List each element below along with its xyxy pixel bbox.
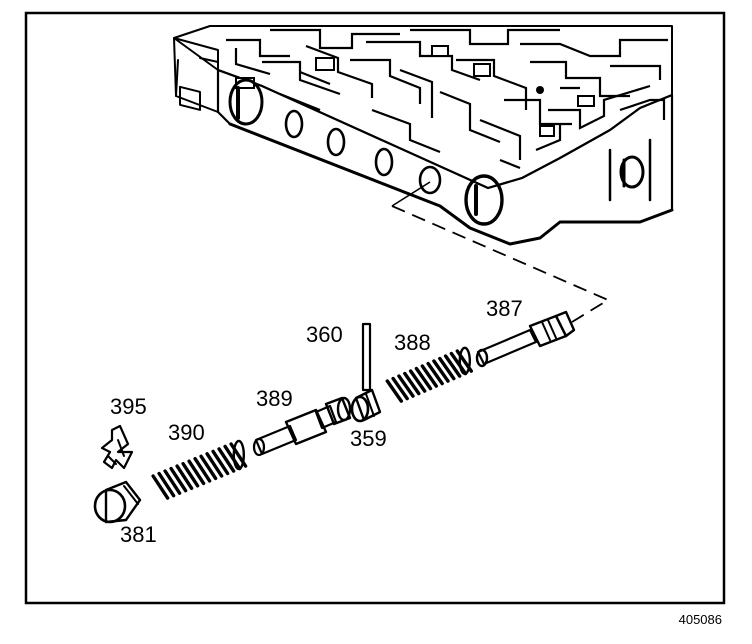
label-389: 389 xyxy=(256,386,293,411)
target-bore xyxy=(464,174,504,226)
spring-coil xyxy=(420,364,438,388)
label-381: 381 xyxy=(120,522,157,547)
valve-body-casting xyxy=(173,25,674,246)
part-388-spring xyxy=(385,346,473,403)
label-360: 360 xyxy=(306,322,343,347)
label-390: 390 xyxy=(168,420,205,445)
spring-coil xyxy=(408,369,427,393)
spring-coil xyxy=(432,359,450,383)
spring-coil xyxy=(438,356,456,381)
spring-coil xyxy=(211,449,230,476)
spring-coil xyxy=(169,466,188,493)
spring-coil xyxy=(187,459,206,486)
callout-labels: 387 388 360 359 389 390 395 381 xyxy=(110,296,523,547)
spring-coil xyxy=(443,354,462,378)
figure-number: 405086 xyxy=(679,612,722,627)
part-381-plug xyxy=(93,480,142,524)
label-359: 359 xyxy=(350,426,387,451)
spring-coil xyxy=(217,447,236,473)
spring-coil xyxy=(181,462,200,488)
casting-bores xyxy=(228,78,652,226)
part-360-pin xyxy=(361,322,372,392)
label-388: 388 xyxy=(394,330,431,355)
spring-coil xyxy=(223,444,242,471)
spring-coil xyxy=(426,361,444,386)
label-387: 387 xyxy=(486,296,523,321)
installation-leader xyxy=(391,181,610,323)
part-359-sleeve xyxy=(350,388,382,423)
spring-coil xyxy=(199,454,218,481)
spring-coil xyxy=(175,464,194,490)
figure-frame xyxy=(24,11,726,605)
spring-coil xyxy=(391,376,409,401)
spring-end xyxy=(232,439,246,471)
spring-coil xyxy=(403,371,421,396)
part-387-valve xyxy=(475,310,576,368)
spring-coil xyxy=(193,457,212,483)
part-389-valve xyxy=(252,396,352,457)
spring-coil xyxy=(397,374,415,398)
spring-coil xyxy=(414,366,433,391)
spring-coil xyxy=(385,379,403,403)
spring-coil xyxy=(157,471,176,498)
spring-coil xyxy=(205,452,224,478)
spring-coil xyxy=(449,351,468,376)
spring-end xyxy=(458,346,471,375)
spring-coil xyxy=(163,469,182,495)
spring-coil xyxy=(151,474,170,500)
label-395: 395 xyxy=(110,394,147,419)
part-395-retainer-clip xyxy=(100,424,134,470)
part-390-spring xyxy=(151,439,248,500)
